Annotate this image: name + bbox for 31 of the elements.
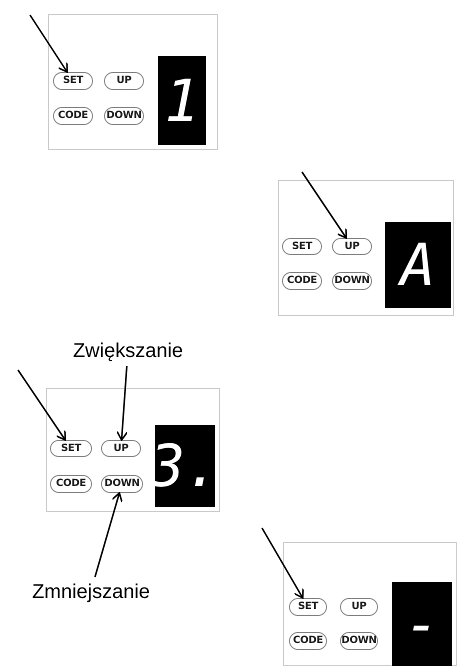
segment-display: A xyxy=(385,222,451,308)
panel-key: SET xyxy=(282,238,322,255)
panel-key: CODE xyxy=(53,107,93,125)
panel-key: SET xyxy=(289,598,327,616)
segment-display: - xyxy=(392,582,452,666)
panel-key: UP xyxy=(101,440,141,457)
control-panel xyxy=(283,542,457,666)
panel-key: CODE xyxy=(50,475,92,493)
caption-text: Zwiększanie xyxy=(48,336,208,366)
panel-key: CODE xyxy=(289,632,327,650)
panel-key: DOWN xyxy=(340,632,378,650)
panel-key: DOWN xyxy=(101,475,143,493)
arrow xyxy=(301,172,348,239)
arrow xyxy=(94,492,123,578)
arrow xyxy=(261,528,304,599)
arrow xyxy=(17,370,66,441)
panel-key: CODE xyxy=(282,272,322,290)
control-panel xyxy=(46,388,220,512)
caption-text: Zmniejszanie xyxy=(6,577,176,607)
control-panel xyxy=(48,14,218,150)
panel-key: UP xyxy=(104,72,144,90)
panel-key: DOWN xyxy=(332,272,372,290)
panel-key: SET xyxy=(53,72,93,90)
panel-key: DOWN xyxy=(104,107,144,125)
arrow xyxy=(116,366,128,441)
control-panel xyxy=(278,180,454,316)
segment-display: 1 xyxy=(158,56,206,145)
arrow xyxy=(29,14,68,73)
panel-key: UP xyxy=(340,598,378,616)
panel-key: SET xyxy=(50,440,92,457)
panel-key: UP xyxy=(332,238,372,255)
